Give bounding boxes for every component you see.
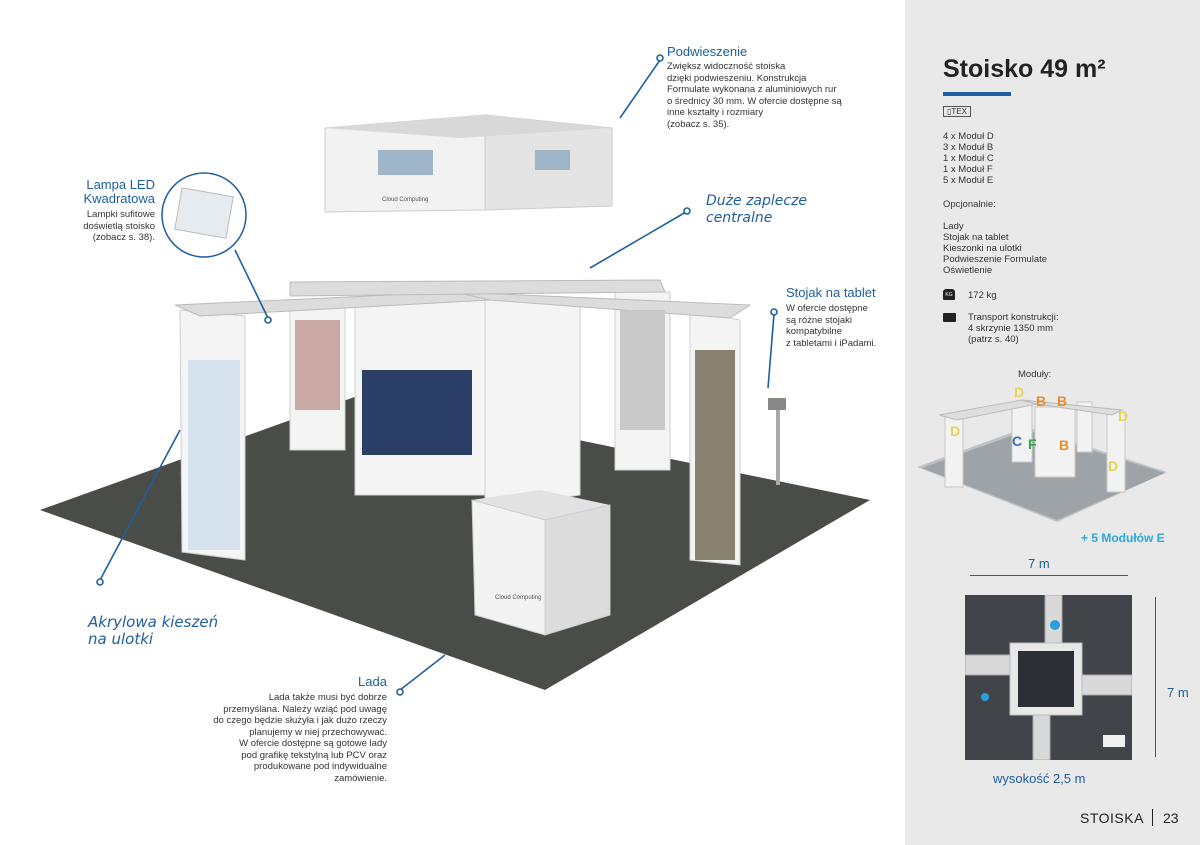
floor-plan [965,595,1132,760]
modules-list: 4 x Moduł D 3 x Moduł B 1 x Moduł C 1 x … [943,131,994,186]
module-label-d: D [1108,458,1119,474]
title-underline [943,92,1011,96]
hanging-banner [324,114,613,213]
banner-graphic-text: Cloud Computing [382,197,429,203]
width-dimension-line [970,575,1128,576]
counter [471,490,611,636]
module-label-d: D [1118,408,1129,424]
modules-diagram [917,399,1167,522]
weight-value: 172 kg [968,290,997,301]
plus-modules-e: + 5 Modułów E [1081,531,1165,545]
tex-badge: ▯TEX [943,106,971,117]
tex-label: TEX [951,107,967,116]
depth-dimension: 7 m [1167,685,1189,700]
kieszen-label: Akrylowa kieszeń na ulotki [88,613,219,648]
zaplecze-label: Duże zaplecze centralne [706,193,808,226]
transport-info: Transport konstrukcji: 4 skrzynie 1350 m… [968,312,1059,345]
module-label-d: D [950,423,961,439]
stand-title: Stoisko 49 m² [943,55,1106,83]
optional-heading: Opcjonalnie: [943,199,996,210]
lada-body: Lada także musi być dobrze przemyślana. … [213,692,387,784]
optional-list: Lady Stojak na tablet Kieszonki na ulotk… [943,221,1048,276]
podwieszenie-title: Podwieszenie [667,44,748,59]
module-label-b: B [1036,393,1047,409]
lampa-body: Lampki sufitowe doświetlą stoisko (zobac… [83,209,155,243]
footer-section: STOISKA [1080,810,1144,826]
counter-graphic-text: Cloud Computing [495,595,542,601]
modules-heading: Moduły: [1018,369,1052,380]
module-label-f: F [1028,436,1037,452]
briefcase-icon [943,313,956,322]
footer-divider [1152,809,1153,826]
page-number: 23 [1163,810,1179,826]
stojak-title: Stojak na tablet [786,285,876,300]
module-label-d: D [1014,384,1025,400]
podwieszenie-body: Zwiększ widoczność stoiska dzięki podwie… [667,61,842,130]
module-label-b: B [1057,393,1068,409]
stojak-body: W ofercie dostępne są różne stojaki komp… [786,303,877,349]
tex-icon: ▯ [947,107,952,116]
module-label-b: B [1059,437,1070,453]
height-label: wysokość 2,5 m [993,771,1086,786]
depth-dimension-line [1155,597,1156,757]
lampa-title: Lampa LED Kwadratowa [83,177,155,206]
width-dimension: 7 m [1028,556,1050,571]
module-label-c: C [1012,433,1023,449]
weight-icon: KG [943,289,955,300]
booth-illustration [40,54,870,696]
spec-sidebar: Stoisko 49 m² ▯TEX 4 x Moduł D 3 x Moduł… [905,0,1200,845]
lada-title: Lada [358,674,387,689]
